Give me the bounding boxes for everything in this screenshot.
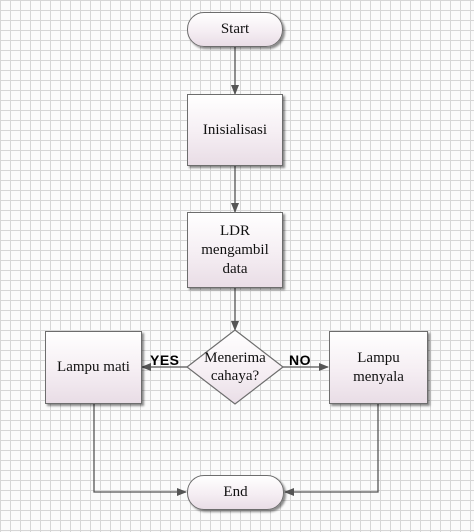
end-terminal: End bbox=[187, 475, 284, 510]
ldr-label: LDR mengambil data bbox=[201, 222, 269, 277]
decision-diamond bbox=[186, 329, 284, 405]
ldr-process: LDR mengambil data bbox=[187, 212, 283, 288]
yes-branch-label: YES bbox=[150, 352, 180, 368]
start-label: Start bbox=[220, 21, 250, 37]
start-terminal: Start bbox=[187, 12, 283, 47]
decision-label: Menerima cahaya? bbox=[204, 350, 266, 384]
end-label: End bbox=[223, 484, 248, 500]
lamp-off-process: Lampu mati bbox=[45, 331, 142, 404]
init-process: Inisialisasi bbox=[187, 94, 283, 166]
init-label: Inisialisasi bbox=[202, 121, 268, 138]
lamp-on-process: Lampu menyala bbox=[329, 331, 428, 404]
lamp-on-label: Lampu menyala bbox=[353, 349, 404, 385]
no-branch-label: NO bbox=[289, 352, 311, 368]
arrow-lamp-on-to-end bbox=[284, 404, 379, 496]
lamp-off-label: Lampu mati bbox=[57, 359, 130, 375]
arrow-lamp-off-to-end bbox=[93, 404, 187, 496]
